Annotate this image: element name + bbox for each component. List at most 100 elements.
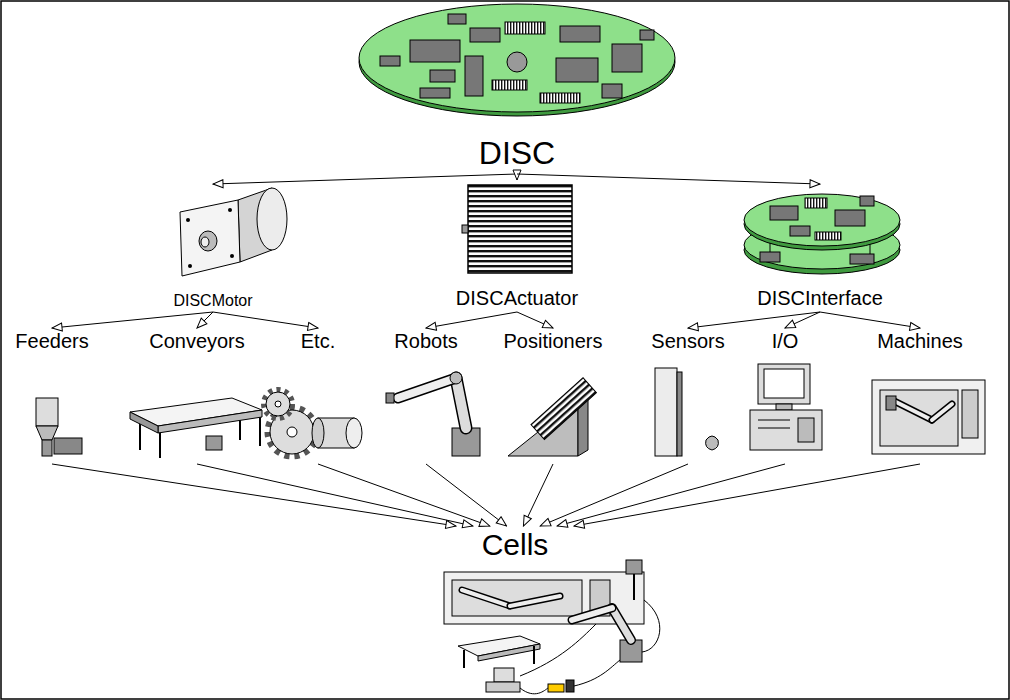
connector-arrow: [213, 312, 318, 328]
component-node: Feeders: [7, 328, 97, 464]
node-label: Feeders: [15, 330, 88, 353]
motor-illustration-part: [180, 200, 240, 276]
node-label: DISCActuator: [456, 287, 578, 310]
machine-illustration-part: [892, 400, 932, 420]
cell-illustration-part: [572, 608, 612, 620]
sensor-illustration-part: [677, 372, 682, 456]
feeder-illustration-part: [54, 438, 82, 454]
component-node: DISCMotor: [138, 184, 288, 312]
computer-illustration: [750, 364, 822, 450]
node-label: I/O: [772, 330, 799, 353]
disc-board-part: [560, 26, 600, 42]
interface-board-part: [850, 254, 874, 264]
cell-illustration-part: [494, 668, 514, 682]
connector-arrow: [213, 174, 517, 184]
robot-illustration-part: [398, 378, 456, 398]
robot-illustration-part: [456, 378, 466, 428]
gears-illustration-part: [346, 418, 362, 448]
disc-board-part: [612, 44, 642, 72]
gears-illustration-part: [287, 427, 297, 437]
node-label: Etc.: [301, 330, 335, 353]
interface-board-part: [805, 198, 827, 208]
computer-illustration-part: [758, 420, 790, 421]
component-node: Positioners: [497, 328, 609, 464]
actuator-illustration-part: [462, 225, 468, 233]
interface-board-part: [760, 252, 780, 262]
cell-illustration-part: [612, 608, 631, 640]
feeder-illustration: [36, 398, 82, 456]
component-node: Robots: [378, 328, 474, 464]
cell-illustration-part: [612, 608, 631, 640]
cell-illustration-part: [462, 590, 510, 606]
component-node: I/O: [745, 328, 825, 464]
cell-illustration-part: [452, 580, 582, 616]
disc-board: [359, 4, 675, 116]
machine-illustration-part: [932, 404, 952, 420]
machine-illustration-part: [872, 380, 985, 454]
connector-arrow: [517, 174, 820, 184]
cell-illustration-part: [478, 644, 540, 661]
connector-arrow: [517, 312, 553, 328]
interface-board-part: [790, 226, 810, 236]
disc-board-part: [602, 84, 622, 98]
component-node: Sensors: [645, 328, 731, 464]
machine-illustration-part: [932, 404, 952, 420]
computer-illustration-part: [750, 410, 822, 450]
interface-board-part: [860, 196, 874, 206]
connector-arrow: [557, 464, 785, 526]
disc-board-part: [420, 88, 450, 98]
component-node: DISCActuator: [442, 180, 592, 312]
computer-illustration-part: [758, 364, 810, 404]
sensor-illustration-part: [655, 368, 677, 456]
cell-illustration-part: [566, 680, 574, 692]
component-node: Conveyors: [130, 328, 265, 464]
node-label: Conveyors: [149, 330, 245, 353]
node-label: Cells: [482, 528, 549, 563]
positioner-illustration-part: [531, 378, 596, 440]
cell-illustration-part: [463, 650, 465, 668]
node-label: Sensors: [651, 330, 724, 353]
disc-board-part: [507, 52, 527, 72]
cell-illustration-part: [626, 560, 642, 574]
robot-illustration: [386, 372, 480, 456]
robot-illustration-part: [386, 393, 394, 403]
disc-board-part: [470, 28, 500, 42]
interface-board: [744, 194, 900, 274]
gears-illustration-part: [312, 418, 324, 448]
disc-board-part: [430, 70, 455, 82]
disc-board-part: [640, 30, 654, 40]
computer-illustration-part: [758, 428, 790, 429]
cell-illustration-part: [533, 646, 535, 664]
connector-arrow: [820, 312, 920, 328]
robot-illustration-part: [456, 378, 466, 428]
component-node: DISCInterface: [735, 184, 905, 312]
node-label: DISCMotor: [173, 292, 252, 310]
component-node: Etc.: [268, 328, 368, 464]
motor-illustration-part: [257, 188, 287, 250]
disc-board-part: [465, 56, 483, 96]
node-label: DISCInterface: [757, 287, 883, 310]
robot-illustration-part: [450, 372, 462, 384]
disc-board-part: [556, 58, 598, 82]
computer-illustration-part: [764, 369, 804, 398]
actuator-illustration: [462, 185, 572, 273]
connector-arrow: [426, 312, 517, 328]
cell-illustration-part: [486, 682, 520, 692]
conveyor-illustration-part: [158, 410, 262, 433]
cell-illustration-part: [510, 596, 560, 606]
cell-illustration-part: [642, 600, 660, 652]
component-node: Machines: [860, 328, 980, 464]
cell-illustration-part: [520, 624, 596, 676]
disc-board-part: [359, 4, 675, 112]
gears-illustration-part: [264, 390, 292, 418]
component-node: Cells: [440, 526, 590, 569]
connector-arrow: [52, 464, 456, 526]
interface-board-part: [770, 206, 798, 220]
gears-illustration-part: [266, 392, 290, 416]
cell-illustration-part: [462, 590, 510, 606]
interface-board-part: [744, 194, 900, 246]
computer-illustration-part: [776, 404, 792, 410]
node-label: DISC: [479, 135, 555, 172]
component-node: DISC: [352, 4, 682, 174]
